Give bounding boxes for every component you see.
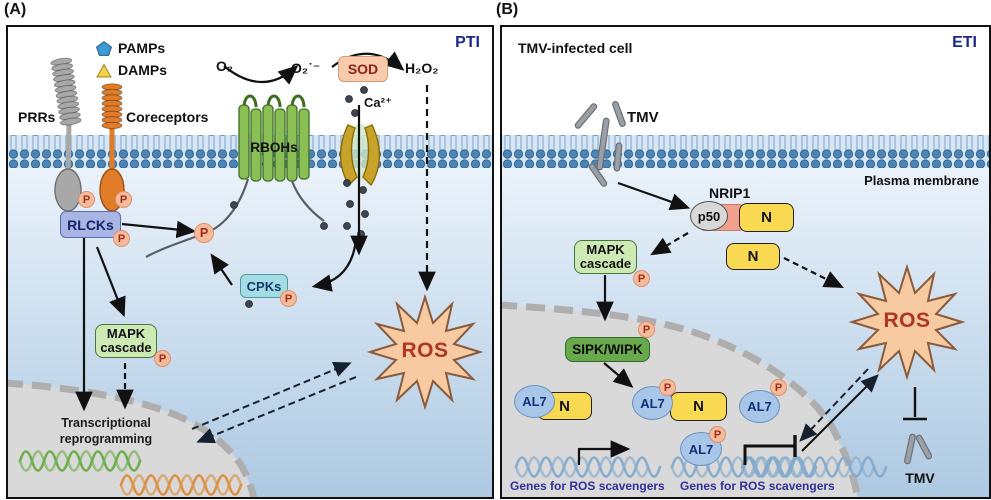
phospho-badge: P — [113, 230, 130, 247]
phospho-badge: P — [194, 223, 214, 243]
phospho-badge: P — [154, 350, 171, 367]
n-protein-box-free: N — [726, 243, 780, 270]
panel-b-eti: ETI TMV-infected cell TMV Plasma membran… — [500, 25, 991, 499]
dashed-arrows-b — [650, 232, 869, 442]
damps-label: DAMPs — [118, 62, 168, 78]
superoxide-label: O₂˙⁻ — [291, 60, 321, 76]
transcription-line2: reprogramming — [59, 432, 153, 446]
damps-legend-row: DAMPs — [96, 59, 167, 81]
pamp-pentagon-icon — [96, 40, 112, 56]
mapk-cascade-box-a: MAPK cascade — [95, 324, 157, 358]
tmv-label-bottom: TMV — [905, 470, 935, 486]
nrip1-label: NRIP1 — [709, 185, 751, 201]
plasma-membrane-label: Plasma membrane — [864, 173, 979, 188]
panel-a-artwork — [8, 51, 492, 497]
phospho-badge: P — [770, 379, 787, 396]
phospho-badge: P — [659, 379, 676, 396]
nucleus-a — [8, 383, 254, 497]
genes-ros-scavengers-label-right: Genes for ROS scavengers — [680, 479, 835, 493]
elicitor-legend: PAMPs DAMPs — [96, 37, 167, 81]
prr-receptor-icon — [49, 56, 83, 212]
eti-label: ETI — [952, 34, 977, 51]
calcium-label: Ca²⁺ — [364, 95, 392, 110]
ros-label-a: ROS — [401, 339, 449, 362]
plasma-membrane-b — [502, 135, 989, 168]
rbohs-label: RBOHs — [250, 140, 298, 155]
panel-a-pti: PTI PAMPs DAMPs PRRs Coreceptors O₂ O₂˙⁻… — [6, 25, 494, 499]
phospho-badge: P — [638, 321, 655, 338]
inhibition-bars — [743, 387, 927, 465]
tmv-virion-icon — [574, 101, 626, 187]
prrs-label: PRRs — [18, 109, 56, 125]
sod-box: SOD — [338, 56, 388, 82]
phospho-badge: P — [633, 270, 650, 287]
arrows-a — [75, 51, 405, 412]
nuclear-envelope-a — [8, 379, 258, 497]
ros-label-b: ROS — [883, 309, 931, 332]
panel-a-tag: (A) — [4, 1, 27, 18]
tmv-virion-bottom-icon — [904, 433, 933, 465]
pti-label: PTI — [455, 34, 480, 51]
rlcks-box: RLCKs — [60, 211, 121, 238]
pamps-legend-row: PAMPs — [96, 37, 167, 59]
tmv-label-top: TMV — [627, 109, 659, 126]
ros-burst-a — [366, 293, 484, 411]
al7-ellipse: AL7 — [514, 385, 555, 418]
tmv-infected-cell-label: TMV-infected cell — [518, 40, 633, 56]
plasma-membrane-a — [8, 135, 492, 168]
al7-ellipse: AL7 — [680, 432, 722, 466]
coreceptors-label: Coreceptors — [126, 109, 209, 125]
transcriptional-reprogramming-label: Transcriptional reprogramming — [36, 415, 176, 447]
phospho-badge: P — [115, 191, 132, 208]
p50-ellipse: p50 — [690, 201, 728, 231]
pamps-label: PAMPs — [118, 40, 166, 56]
mapk-cascade-box-b: MAPK cascade — [574, 240, 637, 274]
phospho-badge: P — [709, 426, 726, 443]
al7-ellipse: AL7 — [739, 390, 780, 423]
mapk-line1: MAPK — [586, 242, 625, 257]
phospho-badge: P — [280, 290, 297, 307]
ros-burst-b — [848, 263, 966, 381]
n-protein-box-mid: N — [670, 392, 727, 421]
damp-triangle-icon — [96, 62, 112, 77]
nuclear-envelope-b — [502, 301, 862, 497]
n-protein-box-complex: N — [739, 203, 794, 232]
phospho-badge: P — [78, 191, 95, 208]
mapk-line2: cascade — [100, 340, 152, 355]
h2o2-label: H₂O₂ — [405, 60, 439, 76]
transcription-line1: Transcriptional — [61, 416, 151, 430]
sipk-wipk-box: SIPK/WIPK — [565, 337, 650, 362]
mapk-line1: MAPK — [106, 326, 146, 341]
dashed-arrows-a — [116, 85, 436, 444]
al7-ellipse: AL7 — [632, 386, 673, 420]
mapk-line2: cascade — [579, 256, 632, 271]
rboh-protein-icon — [238, 94, 310, 182]
panel-b-tag: (B) — [496, 1, 519, 18]
genes-ros-scavengers-label-left: Genes for ROS scavengers — [510, 479, 665, 493]
o2-label: O₂ — [216, 58, 234, 74]
